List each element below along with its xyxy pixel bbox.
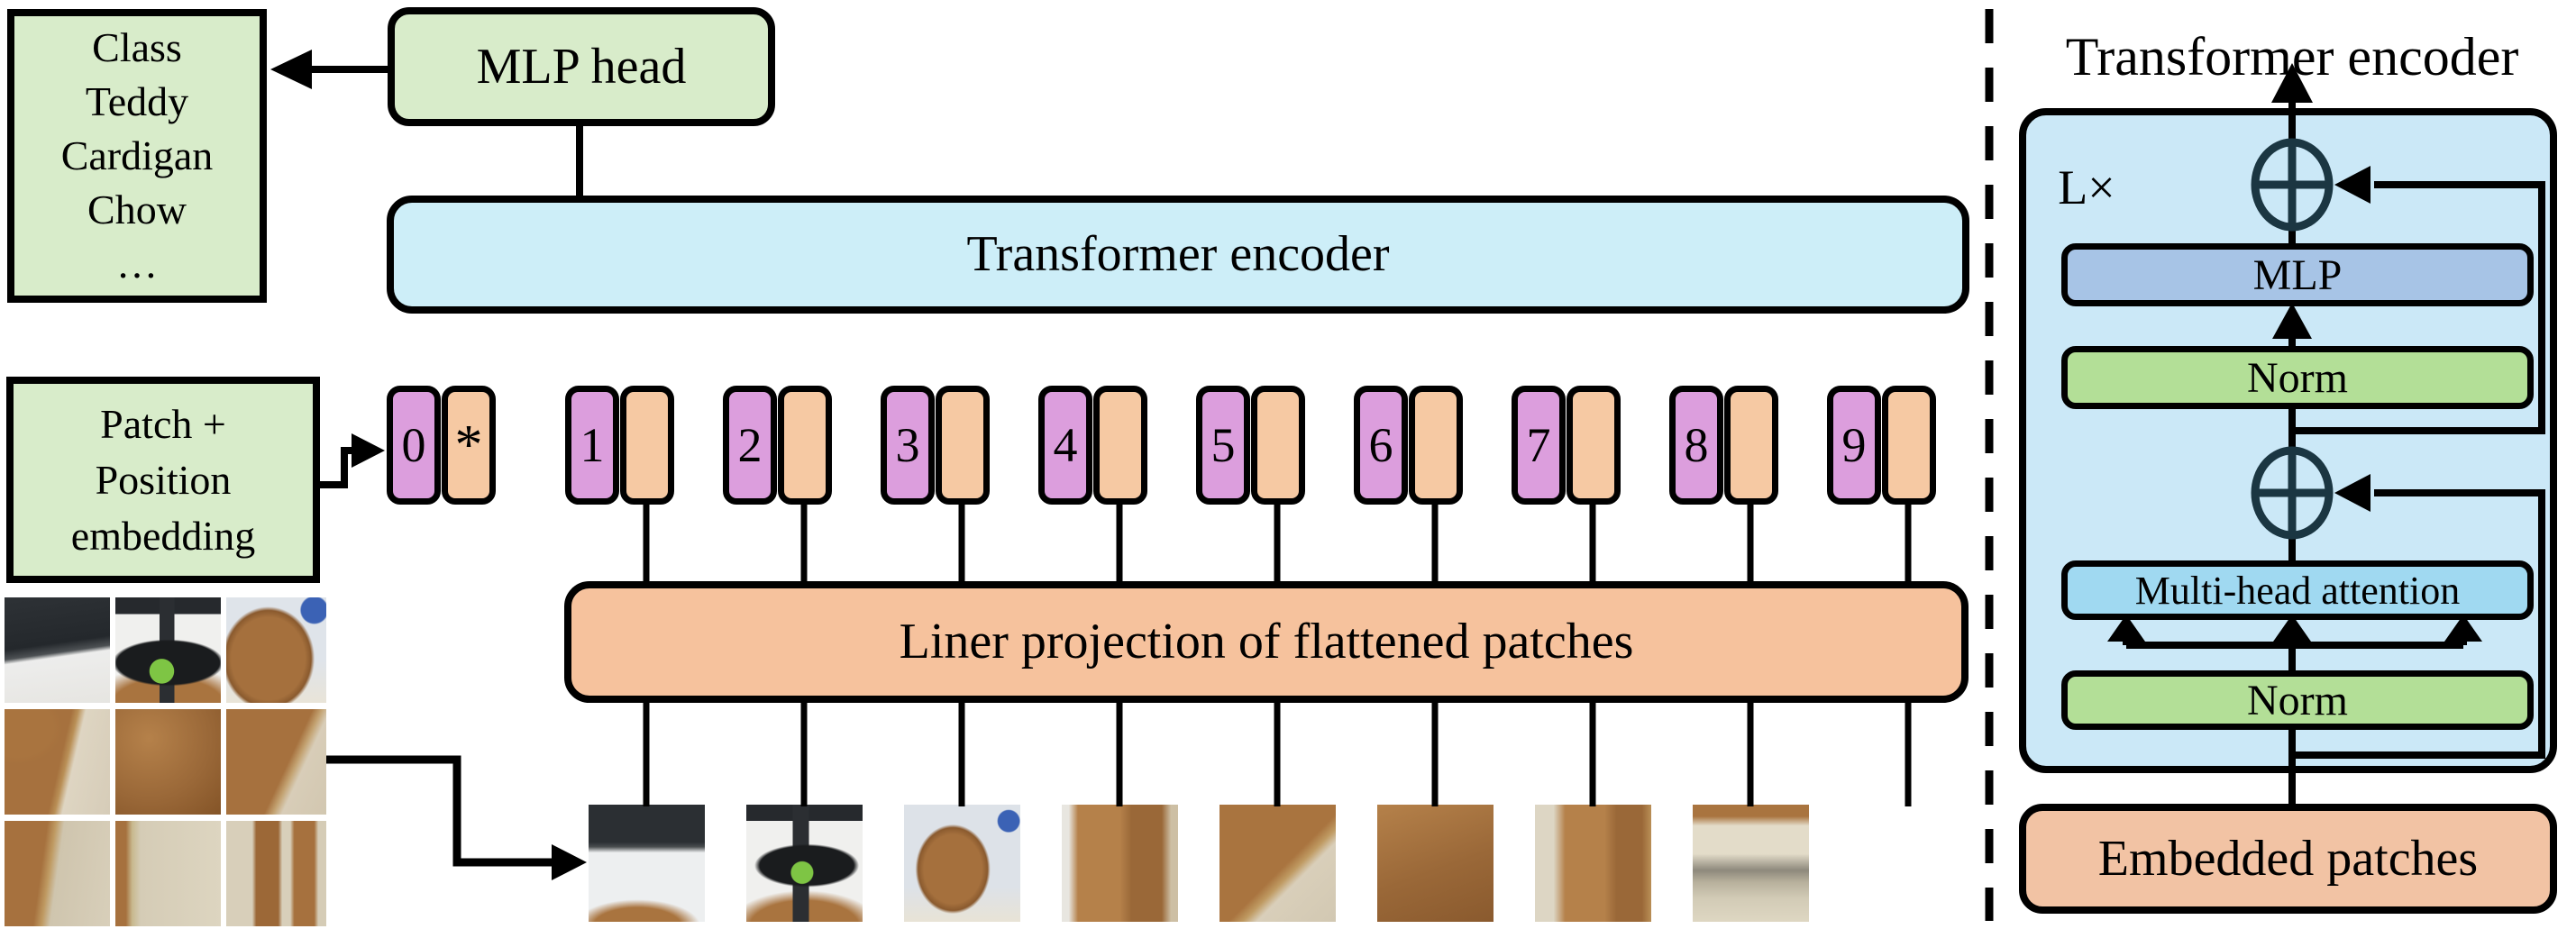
- patch-embedding-token-8: [1724, 386, 1778, 505]
- class-teddy: Teddy: [85, 78, 189, 124]
- position-token-1: 1: [565, 386, 619, 505]
- dog-image-cell-r2c3: [226, 709, 326, 815]
- dog-image-cell-r3c2: [115, 821, 221, 926]
- encoder-panel-title: Transformer encoder: [1995, 23, 2576, 90]
- norm1-to-mlp-arrowhead: [2272, 303, 2312, 339]
- token-2-label: 2: [737, 418, 763, 472]
- patch-embedding-token-2: [778, 386, 832, 505]
- image-to-patches-line: [326, 755, 571, 867]
- patch-embedding-token-7: [1567, 386, 1621, 505]
- residual-lower-arrowhead: [2334, 474, 2370, 512]
- mlp-head-box: MLP head: [388, 7, 775, 126]
- patch-position-line2: Position: [95, 456, 232, 503]
- dog-image-cell-r3c1: [5, 821, 110, 926]
- dog-image-cell-r1c3: [226, 597, 326, 703]
- patch-position-embedding-box: Patch + Position embedding: [6, 377, 320, 583]
- transformer-encoder-bar: Transformer encoder: [387, 196, 1969, 314]
- mlp-head-label: MLP head: [476, 38, 687, 95]
- token-3-label: 3: [895, 418, 920, 472]
- norm-upper-block: Norm: [2061, 346, 2534, 409]
- position-token-9: 9: [1827, 386, 1881, 505]
- transformer-encoder-label: Transformer encoder: [966, 226, 1390, 283]
- encoder-panel-title-text: Transformer encoder: [2065, 26, 2519, 87]
- patch-position-line3: embedding: [70, 512, 256, 559]
- embedded-patches-box: Embedded patches: [2019, 804, 2557, 914]
- class-label: Class: [92, 24, 182, 70]
- token-9-label: 9: [1841, 418, 1867, 472]
- class-ellipsis: …: [116, 241, 158, 287]
- qkv-right-arrowhead: [2444, 615, 2482, 642]
- position-token-6: 6: [1354, 386, 1408, 505]
- image-patch-3: [904, 805, 1020, 922]
- mlp-block-label: MLP: [2252, 250, 2343, 299]
- class-cardigan: Cardigan: [60, 132, 214, 178]
- patch-embedding-token-4: [1093, 386, 1147, 505]
- cls-token-star: *: [454, 414, 483, 476]
- image-patch-2: [746, 805, 863, 922]
- norm-lower-label: Norm: [2247, 676, 2348, 724]
- dog-image-cell-r2c1: [5, 709, 110, 815]
- image-patch-6: [1377, 805, 1494, 922]
- mlp-block: MLP: [2061, 243, 2534, 306]
- patch-embedding-token-1: [620, 386, 674, 505]
- multi-head-attention-label: Multi-head attention: [2134, 568, 2461, 613]
- mlp-head-to-class-arrowhead: [270, 50, 312, 89]
- layer-repeat-text: L×: [2058, 160, 2115, 214]
- layer-repeat-label: L×: [2032, 160, 2141, 214]
- residual-upper-line: [2292, 181, 2545, 434]
- patch-embedding-token-5: [1251, 386, 1305, 505]
- residual-lower-line: [2292, 489, 2545, 759]
- dog-image-cell-r1c1: [5, 597, 110, 703]
- multi-head-attention-block: Multi-head attention: [2061, 560, 2534, 620]
- patch-embedding-token-6: [1409, 386, 1463, 505]
- position-token-0: 0: [387, 386, 441, 505]
- embedded-patches-label: Embedded patches: [2097, 830, 2479, 887]
- linear-projection-label: Liner projection of flattened patches: [899, 614, 1634, 670]
- class-list-box: Class Teddy Cardigan Chow …: [7, 9, 267, 303]
- dog-image-cell-r2c2: [115, 709, 221, 815]
- norm-upper-label: Norm: [2247, 353, 2348, 402]
- linear-projection-box: Liner projection of flattened patches: [564, 581, 1969, 703]
- image-patch-4: [1062, 805, 1178, 922]
- token-4-label: 4: [1053, 418, 1078, 472]
- class-chow: Chow: [87, 187, 187, 232]
- position-token-4: 4: [1038, 386, 1092, 505]
- patch-embedding-token-3: [936, 386, 990, 505]
- token-6-label: 6: [1368, 418, 1393, 472]
- image-patch-1: [589, 805, 705, 922]
- patch-embedding-token-9: [1882, 386, 1936, 505]
- embedding-to-token-arrowhead: [352, 433, 385, 468]
- patch-position-line1: Patch +: [100, 400, 226, 447]
- add-circle-top-icon: [2251, 138, 2334, 232]
- dog-image-cell-r1c2: [115, 597, 221, 703]
- position-token-2: 2: [723, 386, 777, 505]
- image-patch-5: [1219, 805, 1336, 922]
- token-7-label: 7: [1526, 418, 1551, 472]
- image-patch-8: [1693, 805, 1809, 922]
- token-8-label: 8: [1684, 418, 1709, 472]
- image-to-patches-arrowhead: [552, 844, 587, 880]
- cls-embedding-token: *: [442, 386, 496, 505]
- position-token-5: 5: [1196, 386, 1250, 505]
- image-patch-7: [1535, 805, 1651, 922]
- norm-lower-block: Norm: [2061, 670, 2534, 730]
- qkv-center-arrowhead: [2273, 615, 2311, 642]
- add-circle-bottom-icon: [2251, 446, 2334, 540]
- position-token-7: 7: [1512, 386, 1566, 505]
- position-token-3: 3: [881, 386, 935, 505]
- dog-image-cell-r3c3: [226, 821, 326, 926]
- token-1-label: 1: [580, 418, 605, 472]
- residual-upper-arrowhead: [2334, 166, 2370, 204]
- position-token-8: 8: [1669, 386, 1723, 505]
- token-0-label: 0: [401, 418, 426, 472]
- token-5-label: 5: [1210, 418, 1236, 472]
- qkv-left-arrowhead: [2107, 615, 2145, 642]
- encoder-output-arrowhead: [2271, 63, 2313, 103]
